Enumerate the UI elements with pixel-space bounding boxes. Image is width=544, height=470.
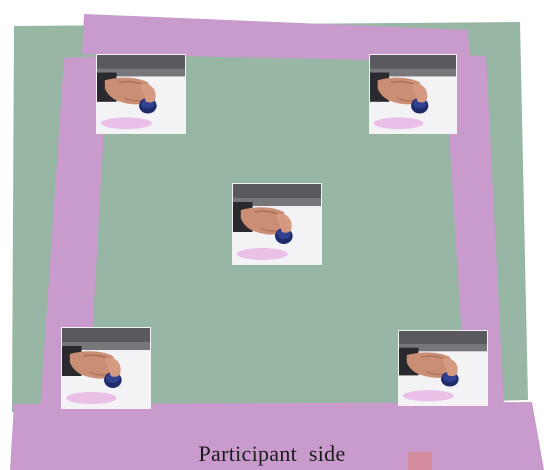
inset-bottom-right — [399, 331, 487, 405]
hand-on-mouse-image — [233, 184, 321, 264]
inset-center — [233, 184, 321, 264]
inset-top-right — [370, 55, 456, 133]
inset-top-left — [97, 55, 185, 133]
inset-bottom-left — [62, 328, 150, 408]
hand-on-mouse-image — [97, 55, 185, 133]
hand-on-mouse-image — [62, 328, 150, 408]
hand-on-mouse-image — [370, 55, 456, 133]
participant-side-label: Participant side — [0, 441, 544, 467]
hand-on-mouse-image — [399, 331, 487, 405]
